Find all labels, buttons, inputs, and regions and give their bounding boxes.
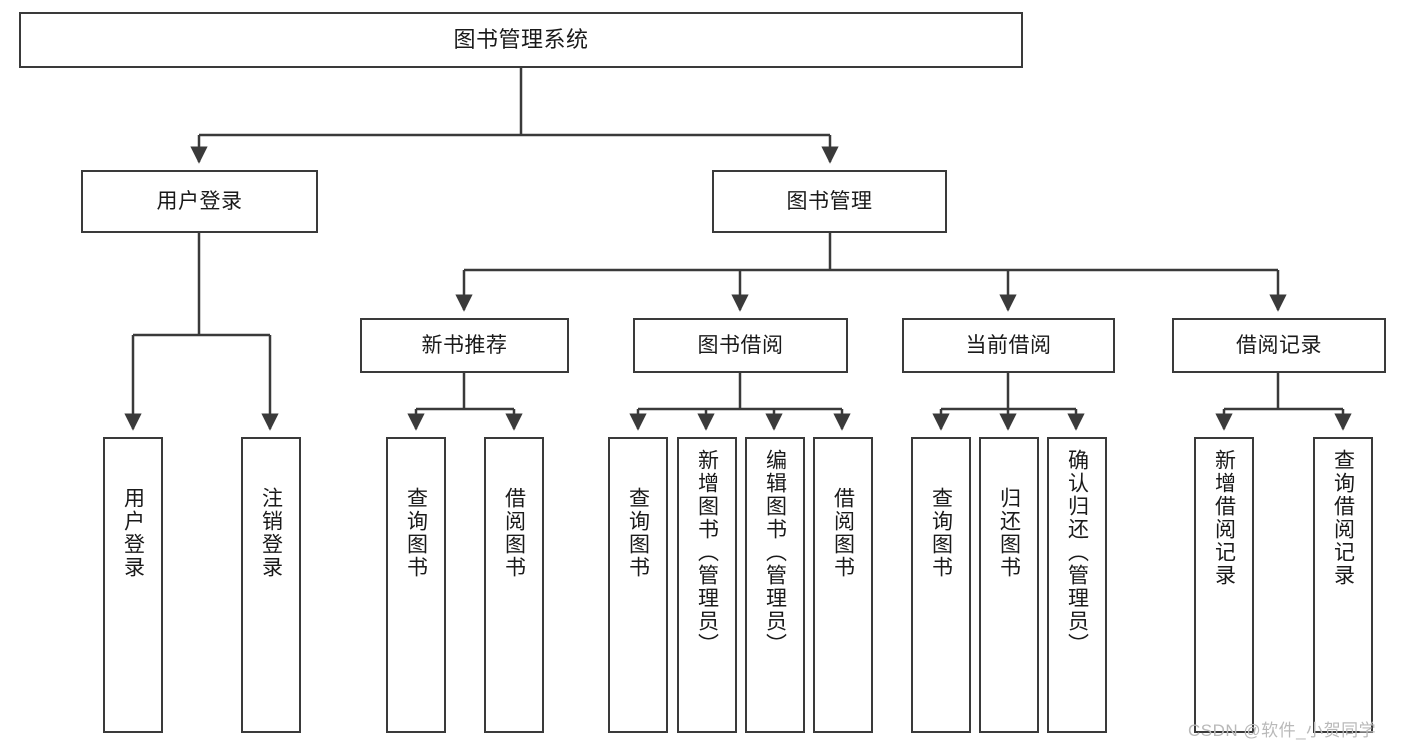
node-current-borrow-label: 当前借阅	[965, 333, 1052, 357]
node-leaf-edit-book-label: 编辑图书（管理员）	[763, 449, 787, 656]
node-current-borrow[interactable]: 当前借阅	[902, 318, 1115, 373]
node-user-login-label: 用户登录	[156, 189, 243, 213]
node-book-borrow[interactable]: 图书借阅	[633, 318, 848, 373]
node-book-manage[interactable]: 图书管理	[712, 170, 947, 233]
node-leaf-borrow-book-bb[interactable]: 借阅图书	[813, 437, 873, 733]
node-leaf-logout-label: 注销登录	[259, 487, 283, 579]
node-leaf-borrow-book-nb[interactable]: 借阅图书	[484, 437, 544, 733]
node-leaf-user-login-label: 用户登录	[121, 487, 145, 579]
node-borrow-record[interactable]: 借阅记录	[1172, 318, 1386, 373]
node-leaf-edit-book[interactable]: 编辑图书（管理员）	[745, 437, 805, 733]
node-root-label: 图书管理系统	[453, 26, 589, 52]
node-leaf-add-borrow-record-label: 新增借阅记录	[1212, 449, 1236, 587]
node-leaf-confirm-return[interactable]: 确认归还（管理员）	[1047, 437, 1107, 733]
node-book-manage-label: 图书管理	[786, 189, 873, 213]
node-leaf-user-login[interactable]: 用户登录	[103, 437, 163, 733]
node-new-book-recommend[interactable]: 新书推荐	[360, 318, 569, 373]
node-leaf-logout[interactable]: 注销登录	[241, 437, 301, 733]
node-leaf-add-book-label: 新增图书（管理员）	[695, 449, 719, 656]
node-leaf-query-book-cb-label: 查询图书	[929, 487, 953, 579]
node-leaf-return-book[interactable]: 归还图书	[979, 437, 1039, 733]
node-root[interactable]: 图书管理系统	[19, 12, 1023, 68]
node-leaf-query-book-bb-label: 查询图书	[626, 487, 650, 579]
node-leaf-return-book-label: 归还图书	[997, 487, 1021, 579]
node-book-borrow-label: 图书借阅	[697, 333, 784, 357]
node-borrow-record-label: 借阅记录	[1236, 333, 1322, 357]
node-leaf-borrow-book-bb-label: 借阅图书	[831, 487, 855, 579]
node-user-login[interactable]: 用户登录	[81, 170, 318, 233]
node-leaf-add-book[interactable]: 新增图书（管理员）	[677, 437, 737, 733]
node-leaf-borrow-book-nb-label: 借阅图书	[502, 487, 526, 579]
node-leaf-confirm-return-label: 确认归还（管理员）	[1065, 449, 1089, 656]
node-leaf-query-book-nb-label: 查询图书	[404, 487, 428, 579]
node-leaf-query-borrow-record[interactable]: 查询借阅记录	[1313, 437, 1373, 733]
node-leaf-query-book-nb[interactable]: 查询图书	[386, 437, 446, 733]
node-leaf-query-borrow-record-label: 查询借阅记录	[1331, 449, 1355, 587]
node-leaf-query-book-cb[interactable]: 查询图书	[911, 437, 971, 733]
watermark: CSDN @软件_小贺同学	[1188, 721, 1377, 740]
node-leaf-add-borrow-record[interactable]: 新增借阅记录	[1194, 437, 1254, 733]
node-leaf-query-book-bb[interactable]: 查询图书	[608, 437, 668, 733]
node-new-book-recommend-label: 新书推荐	[421, 333, 508, 357]
